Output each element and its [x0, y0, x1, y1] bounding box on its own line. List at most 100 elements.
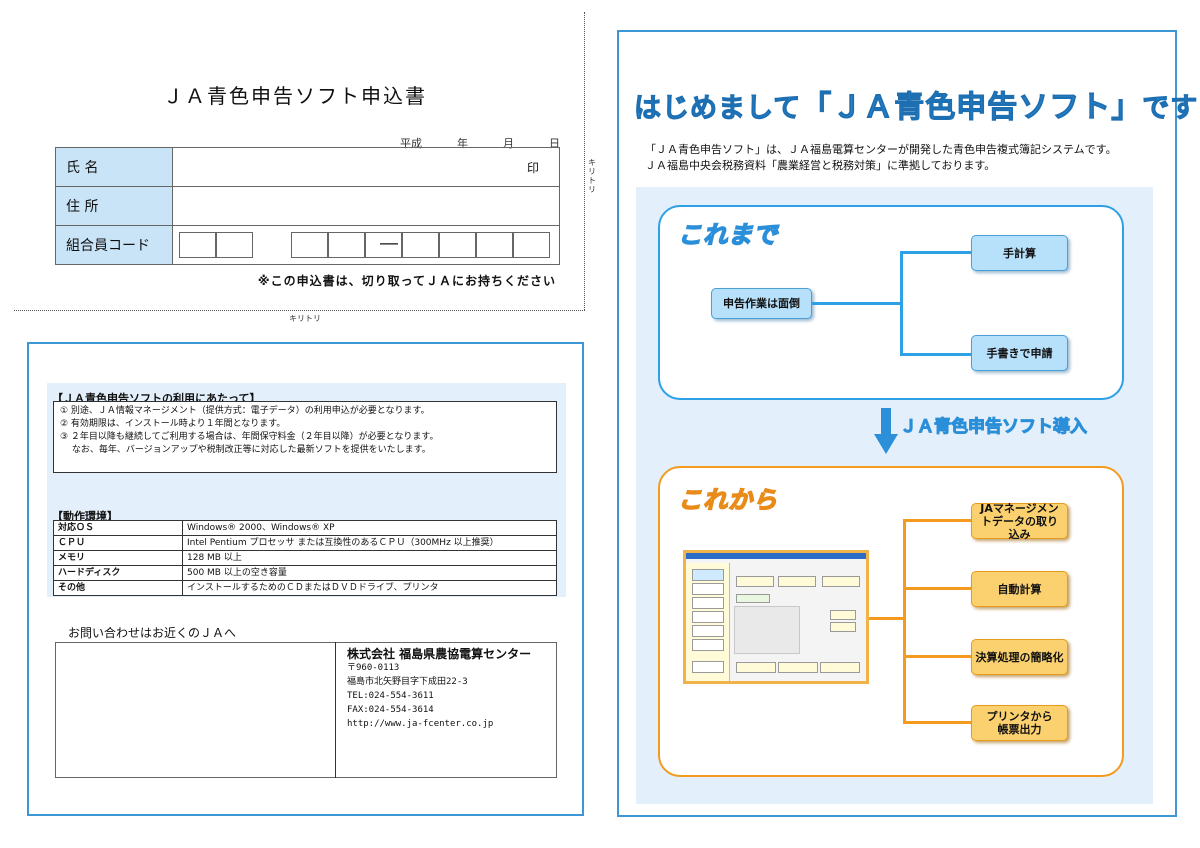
connector-line [903, 519, 972, 522]
title-post: です [1142, 93, 1199, 125]
company-name: 株式会社 福島県農協電算センター [347, 647, 532, 661]
screenshot-button [778, 662, 818, 673]
after-label: これから [677, 485, 778, 515]
environment-heading: 【動作環境】 [52, 510, 118, 523]
table-row: その他 インストールするためのＣＤまたはＤＶＤドライブ、プリンタ [53, 580, 557, 596]
seal-mark: 印 [526, 161, 539, 175]
code-box[interactable] [365, 232, 402, 258]
connector-line [903, 655, 972, 658]
fax: FAX:024-554-3614 [347, 705, 434, 715]
env-value: インストールするためのＣＤまたはＤＶＤドライブ、プリンタ [182, 580, 557, 596]
postal-code: 〒960-0113 [347, 663, 400, 673]
address-field[interactable] [173, 187, 559, 225]
cut-line-vertical [584, 12, 585, 310]
address-row: 住 所 [56, 187, 559, 226]
name-field[interactable]: 印 [173, 148, 559, 186]
usage-notes: ① 別途、ＪＡ情報マネージメント（提供方式：電子データ）の利用申込が必要となりま… [53, 401, 557, 473]
arrow-down-icon [874, 408, 898, 454]
code-box[interactable] [179, 232, 216, 258]
address-label: 住 所 [56, 187, 173, 225]
screenshot-button [692, 569, 724, 581]
contact-box [55, 642, 557, 778]
screenshot-button [830, 622, 856, 632]
table-row: ハードディスク 500 MB 以上の空き容量 [53, 565, 557, 581]
code-dash: ― [380, 233, 398, 254]
form-date: 平成 年 月 日 [400, 135, 560, 151]
before-item-box: 手計算 [971, 235, 1068, 271]
screenshot-main [734, 568, 862, 678]
usage-item: なお、毎年、バージョンアップや税制改正等に対応した最新ソフトを提供をいたします。 [60, 445, 431, 455]
street-address: 福島市北矢野目字下成田22-3 [347, 677, 468, 687]
application-form-table: 氏 名 印 住 所 組合員コード ― [55, 147, 560, 265]
connector-line [812, 302, 902, 305]
after-item-box: JAマネージメントデータの取り込み [971, 502, 1068, 541]
env-value: 500 MB 以上の空き容量 [182, 565, 557, 581]
transition-label: ＪＡ青色申告ソフト導入 [900, 417, 1088, 438]
usage-item: ③ ２年目以降も継続してご利用する場合は、年間保守料金（２年目以降）が必要となり… [60, 432, 439, 442]
date-era: 平成 [400, 137, 422, 150]
code-box[interactable] [291, 232, 328, 258]
after-item-box: 決算処理の簡略化 [971, 639, 1068, 675]
code-box[interactable] [513, 232, 550, 258]
usage-item: ① 別途、ＪＡ情報マネージメント（提供方式：電子データ）の利用申込が必要となりま… [60, 406, 430, 416]
cut-label-vertical: キリトリ [588, 158, 596, 194]
title-main: 「ＪＡ青色申告ソフト」 [801, 90, 1143, 126]
screenshot-button [736, 662, 776, 673]
date-month: 月 [503, 137, 514, 150]
member-code-field: ― [173, 226, 559, 264]
company-address: 〒960-0113 福島市北矢野目字下成田22-3 TEL:024-554-36… [347, 661, 493, 731]
cut-label-horizontal: キリトリ [289, 314, 321, 323]
connector-line [903, 587, 972, 590]
screenshot-sidebar [686, 563, 730, 681]
name-row: 氏 名 印 [56, 148, 559, 187]
env-value: 128 MB 以上 [182, 550, 557, 566]
member-code-row: 組合員コード ― [56, 226, 559, 264]
date-day: 日 [549, 137, 560, 150]
screenshot-button [692, 597, 724, 609]
screenshot-button [692, 639, 724, 651]
screenshot-button [692, 583, 724, 595]
phone: TEL:024-554-3611 [347, 691, 434, 701]
brochure-title: はじめまして「ＪＡ青色申告ソフト」です [633, 82, 1199, 126]
env-key: 対応ＯＳ [53, 520, 183, 536]
connector-line [903, 721, 972, 724]
form-title: ＪＡ青色申告ソフト申込書 [163, 84, 427, 108]
screenshot-button [692, 661, 724, 673]
table-row: メモリ 128 MB 以上 [53, 550, 557, 566]
connector-line [903, 519, 906, 723]
screenshot-button [692, 611, 724, 623]
screenshot-button [692, 625, 724, 637]
contact-divider [335, 642, 336, 778]
usage-item: ② 有効期限は、インストール時より１年間となります。 [60, 419, 286, 429]
connector-line [900, 353, 972, 356]
intro-line: ＪＡ福島中央会税務資料「農業経営と税務対策」に準拠しております。 [645, 159, 996, 172]
screenshot-button [778, 576, 816, 587]
usage-frame [27, 342, 584, 816]
environment-table: 対応ＯＳ Windows® 2000、Windows® XP ＣＰＵ Intel… [53, 520, 557, 596]
code-box[interactable] [476, 232, 513, 258]
screenshot-panel [734, 606, 800, 654]
screenshot-titlebar [686, 553, 866, 559]
before-label: これまで [677, 220, 778, 250]
contact-title: お問い合わせはお近くのＪＡへ [68, 626, 237, 640]
screenshot-button [736, 594, 770, 603]
code-box[interactable] [439, 232, 476, 258]
website[interactable]: http://www.ja-fcenter.co.jp [347, 719, 494, 729]
env-value: Windows® 2000、Windows® XP [182, 520, 557, 536]
code-box[interactable] [328, 232, 365, 258]
before-source-box: 申告作業は面倒 [711, 288, 812, 319]
env-value: Intel Pentium プロセッサ または互換性のあるＣＰＵ（300MHz … [182, 535, 557, 551]
table-row: ＣＰＵ Intel Pentium プロセッサ または互換性のあるＣＰＵ（300… [53, 535, 557, 551]
env-key: ＣＰＵ [53, 535, 183, 551]
form-note: ※この申込書は、切り取ってＪＡにお持ちください [257, 274, 556, 288]
connector-line [869, 617, 905, 620]
code-box[interactable] [402, 232, 439, 258]
screenshot-button [830, 610, 856, 620]
connector-line [900, 251, 903, 355]
code-box[interactable] [216, 232, 253, 258]
intro-line: 「ＪＡ青色申告ソフト」は、ＪＡ福島電算センターが開発した青色申告複式簿記システム… [645, 143, 1117, 156]
title-pre: はじめまして [633, 93, 802, 125]
connector-line [900, 251, 972, 254]
brochure-intro: 「ＪＡ青色申告ソフト」は、ＪＡ福島電算センターが開発した青色申告複式簿記システム… [645, 142, 1117, 174]
brochure-frame [617, 30, 1177, 817]
